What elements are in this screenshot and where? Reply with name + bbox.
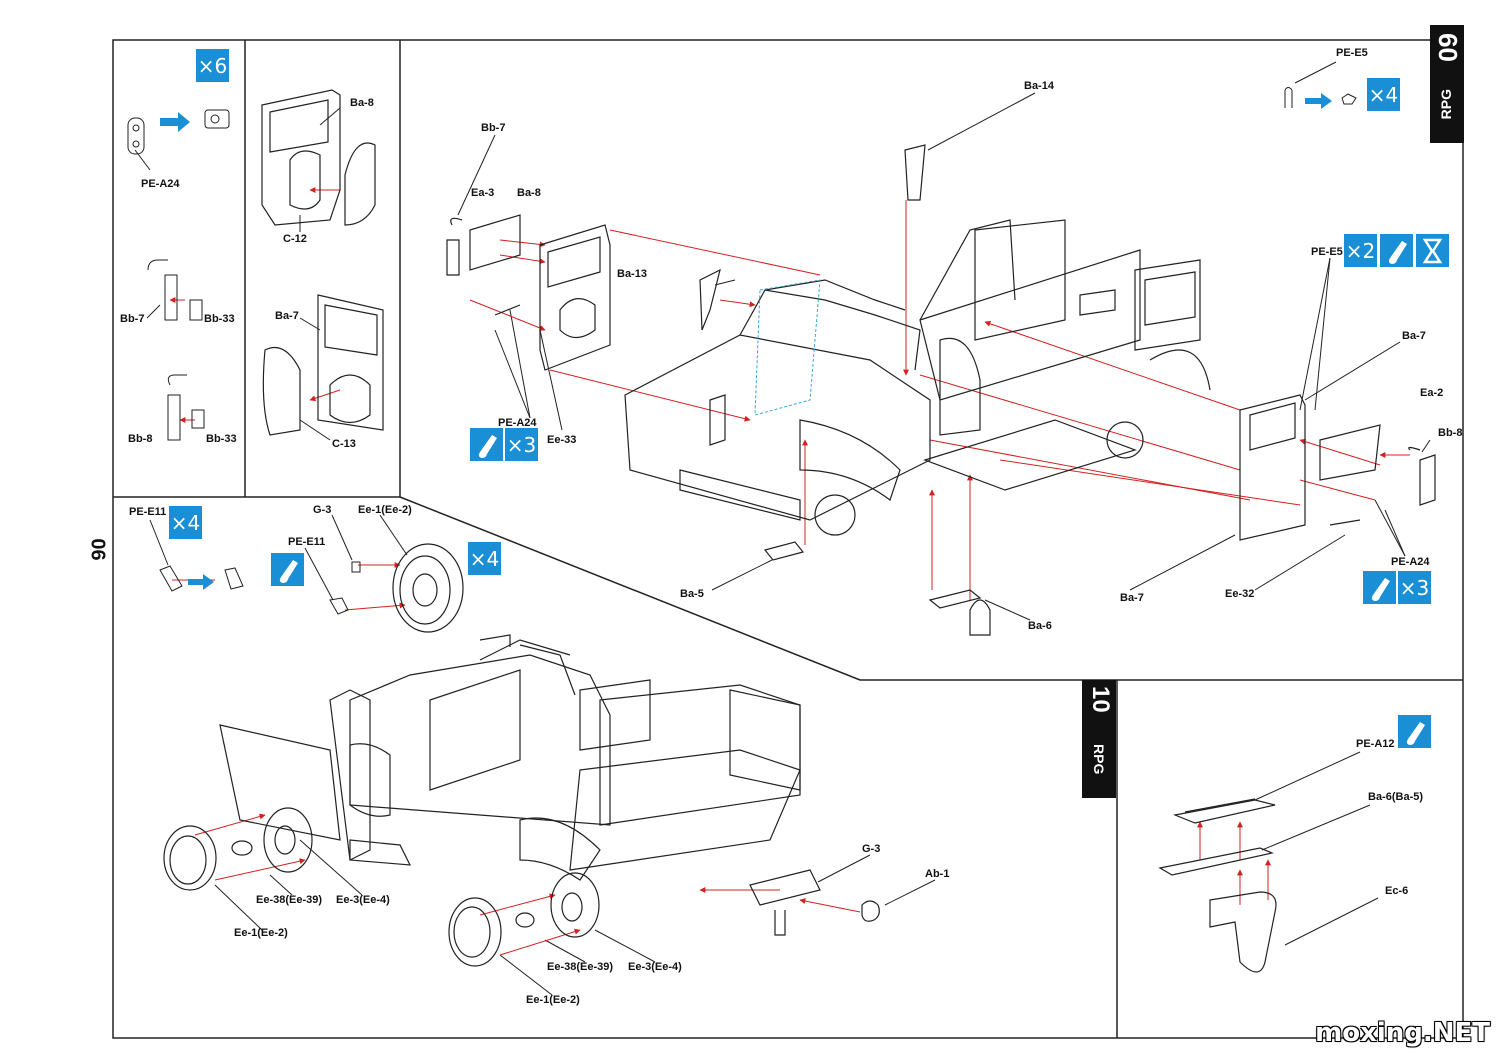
step-09-tab: 09 RPG <box>1430 25 1464 143</box>
part-label: G-3 <box>862 843 881 855</box>
step-10-brand: RPG <box>1091 744 1107 775</box>
part-label: Ee-3(Ee-4) <box>336 894 390 906</box>
glue-icon <box>1380 234 1413 267</box>
qty-badge-x3-right: ×3 <box>1398 571 1431 604</box>
part-label: Ba-14 <box>1024 80 1054 92</box>
leader-lines <box>134 61 1431 996</box>
part-label: C-12 <box>283 233 307 245</box>
page-number: 06 <box>86 538 109 561</box>
step-parts <box>1158 798 1277 973</box>
part-label: Ee-1(Ee-2) <box>234 927 288 939</box>
qty-badge-wheel: ×4 <box>468 542 501 575</box>
wheel-set-rear <box>448 872 600 967</box>
watermark: moxing.NET <box>1315 1018 1490 1048</box>
part-label: Ee-38(Ee-39) <box>256 894 323 906</box>
part-label: Bb-8 <box>128 433 153 445</box>
step-09-brand: RPG <box>1438 89 1454 120</box>
part-label: Ee-33 <box>547 434 577 446</box>
part-label: Ab-1 <box>925 868 950 880</box>
part-label: Ea-3 <box>471 187 495 199</box>
qty-badge-x3-left: ×3 <box>505 428 538 461</box>
part-label: PE-E5 <box>1311 246 1343 258</box>
qty-badge-x6: ×6 <box>196 49 229 82</box>
part-label: Bb-8 <box>1438 427 1463 439</box>
panel-frames <box>112 39 1464 1039</box>
arrow-right-icon <box>160 93 1332 590</box>
glue-icon <box>1363 571 1396 604</box>
part-label: Ea-2 <box>1420 387 1444 399</box>
glue-icon <box>470 428 503 461</box>
qty-badge-x2: ×2 <box>1344 234 1377 267</box>
part-label: PE-E5 <box>1336 47 1368 59</box>
hourglass-icon <box>1416 234 1449 267</box>
door-panel <box>261 89 384 436</box>
step-09-number: 09 <box>1433 33 1463 62</box>
step-10-tab: 10 RPG <box>1082 680 1116 798</box>
small-parts <box>127 87 1357 615</box>
qty-badge-pe-e11: ×4 <box>169 506 202 539</box>
part-label: Bb-7 <box>481 122 506 134</box>
part-label: PE-E11 <box>288 536 326 548</box>
part-label: Ee-1(Ee-2) <box>358 504 412 516</box>
part-label: Bb-7 <box>120 313 145 325</box>
step-10-number: 10 <box>1087 686 1114 713</box>
part-label: Ee-3(Ee-4) <box>628 961 682 973</box>
part-label: Ba-5 <box>680 588 704 600</box>
part-label: Ba-7 <box>1120 592 1144 604</box>
part-label: PE-A24 <box>1391 556 1430 568</box>
part-label: Ba-7 <box>275 310 299 322</box>
vehicle-hull <box>624 219 1211 636</box>
part-label: C-13 <box>332 438 356 450</box>
part-label: PE-A12 <box>1356 738 1395 750</box>
wheel <box>392 543 464 633</box>
part-label: Ba-8 <box>517 187 541 199</box>
vehicle-hull-lower <box>219 634 880 936</box>
part-label: PE-E11 <box>129 506 167 518</box>
part-label: Ba-13 <box>617 268 647 280</box>
part-label: Ee-38(Ee-39) <box>547 961 614 973</box>
part-label: PE-A24 <box>141 178 180 190</box>
part-label: Bb-33 <box>204 313 235 325</box>
part-label: Ba-6(Ba-5) <box>1368 791 1424 803</box>
part-label: Bb-33 <box>206 433 237 445</box>
door-assembly-left <box>446 144 926 371</box>
part-label: G-3 <box>313 504 332 516</box>
part-label: Ec-6 <box>1385 885 1409 897</box>
part-label: Ba-8 <box>350 97 374 109</box>
wheel-set-front <box>163 807 313 891</box>
qty-badge-pe-e5: ×4 <box>1367 78 1400 111</box>
part-label: PE-A24 <box>498 417 537 429</box>
part-label: Ba-7 <box>1402 330 1426 342</box>
glue-icon <box>1398 715 1431 748</box>
part-label: Ee-32 <box>1225 588 1255 600</box>
door-assembly-right <box>1239 394 1436 541</box>
glue-icon <box>271 553 304 586</box>
part-label: Ba-6 <box>1028 620 1052 632</box>
windshield-outline <box>754 279 821 416</box>
part-label: Ee-1(Ee-2) <box>526 994 580 1006</box>
